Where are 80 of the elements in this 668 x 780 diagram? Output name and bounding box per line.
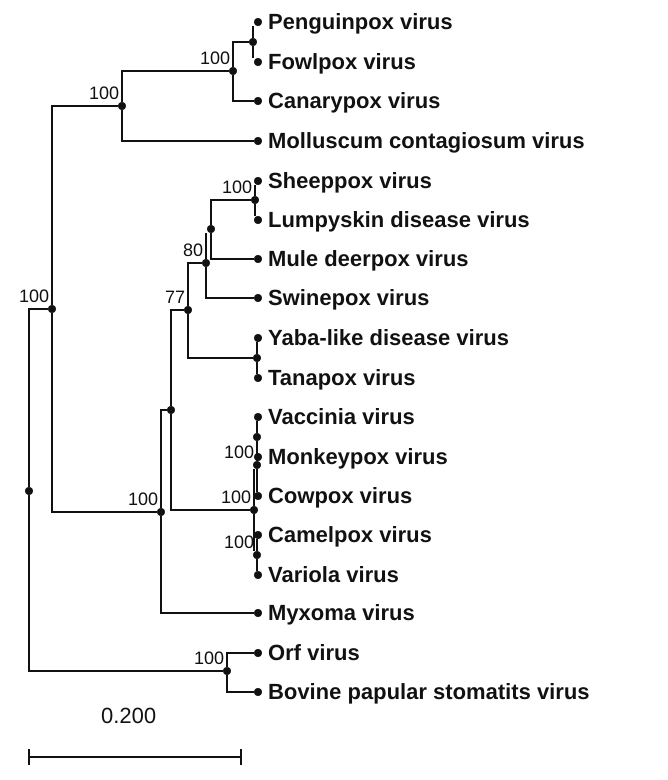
branch-line xyxy=(232,75,254,102)
branch-line xyxy=(121,110,254,142)
taxon-label: Fowlpox virus xyxy=(268,49,416,75)
branch-line xyxy=(170,309,184,406)
taxon-label: Cowpox virus xyxy=(268,483,412,509)
branch-line xyxy=(232,41,249,67)
scale-label: 0.200 xyxy=(101,704,156,728)
node-dot xyxy=(229,67,237,75)
branch-line xyxy=(256,559,258,571)
taxon-label: Sheeppox virus xyxy=(268,168,432,194)
node-dot xyxy=(25,487,33,495)
taxon-label: Orf virus xyxy=(268,640,360,666)
taxon-label: Yaba-like disease virus xyxy=(268,325,509,351)
bootstrap-value: 77 xyxy=(164,288,185,306)
node-dot xyxy=(249,38,257,46)
taxon-label: Lumpyskin disease virus xyxy=(268,207,530,233)
branch-line xyxy=(51,105,118,305)
bootstrap-value: 100 xyxy=(128,490,158,508)
branch-line xyxy=(121,70,229,102)
branch-line xyxy=(160,516,254,614)
branch-line xyxy=(205,233,207,259)
node-dot xyxy=(207,225,215,233)
bootstrap-value: 100 xyxy=(222,178,252,196)
bootstrap-value: 100 xyxy=(200,49,230,67)
node-dot xyxy=(250,506,258,514)
branch-line xyxy=(256,441,258,453)
node-dot xyxy=(184,306,192,314)
branch-line xyxy=(252,26,254,38)
node-dot xyxy=(157,508,165,516)
bootstrap-value: 100 xyxy=(220,488,251,506)
node-dot xyxy=(48,305,56,313)
taxon-label: Penguinpox virus xyxy=(268,9,453,35)
branch-line xyxy=(256,362,258,374)
branch-line xyxy=(226,675,254,693)
bootstrap-value: 100 xyxy=(224,533,254,551)
branch-line xyxy=(187,314,253,359)
bootstrap-value: 100 xyxy=(194,649,224,667)
node-dot xyxy=(253,551,261,559)
branch-line xyxy=(252,46,254,58)
taxon-label: Myxoma virus xyxy=(268,600,415,626)
bootstrap-value: 80 xyxy=(182,241,203,259)
branch-line xyxy=(28,495,223,672)
bootstrap-value: 100 xyxy=(18,287,49,305)
branch-line xyxy=(51,313,157,513)
branch-line xyxy=(170,414,250,511)
branch-line xyxy=(28,308,48,487)
taxon-label: Variola virus xyxy=(268,562,399,588)
node-dot xyxy=(253,433,261,441)
node-dot xyxy=(167,406,175,414)
node-dot xyxy=(118,102,126,110)
branch-line xyxy=(253,514,255,551)
taxon-label: Camelpox virus xyxy=(268,522,432,548)
branch-line xyxy=(253,469,255,506)
node-dot xyxy=(223,667,231,675)
branch-line xyxy=(160,409,167,508)
taxon-label: Tanapox virus xyxy=(268,365,416,391)
branch-line xyxy=(256,421,258,433)
taxon-label: Molluscum contagiosum virus xyxy=(268,128,585,154)
branch-line xyxy=(205,267,254,299)
branch-line xyxy=(256,539,258,551)
branch-line xyxy=(254,185,256,196)
node-dot xyxy=(253,354,261,362)
branch-line xyxy=(210,199,251,225)
branch-line xyxy=(256,342,258,354)
taxon-label: Vaccinia virus xyxy=(268,404,415,430)
taxon-label: Monkeypox virus xyxy=(268,444,448,470)
taxon-label: Swinepox virus xyxy=(268,285,430,311)
branch-line xyxy=(187,262,202,306)
branch-line xyxy=(256,469,258,492)
node-dot xyxy=(251,196,259,204)
taxon-label: Bovine papular stomatits virus xyxy=(268,679,590,705)
taxon-label: Mule deerpox virus xyxy=(268,246,469,272)
node-dot xyxy=(202,259,210,267)
branch-line xyxy=(254,204,256,216)
branch-line xyxy=(210,233,254,260)
branch-line xyxy=(226,652,254,667)
node-dot xyxy=(253,461,261,469)
bootstrap-value: 100 xyxy=(88,84,119,102)
taxon-label: Canarypox virus xyxy=(268,88,440,114)
bootstrap-value: 100 xyxy=(224,443,254,461)
